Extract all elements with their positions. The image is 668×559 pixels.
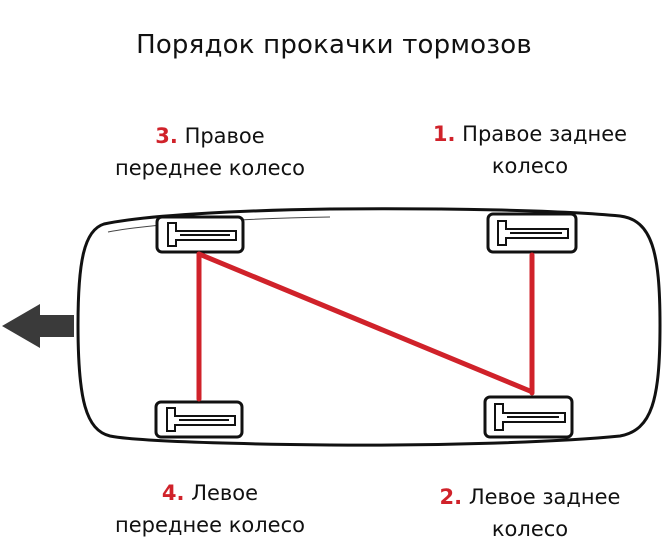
label-rear-left-wheel: 2. Левое заднее колесо: [385, 481, 668, 545]
label-line: колесо: [491, 154, 569, 178]
order-number: 1.: [432, 122, 456, 146]
arrow-left-icon: [2, 304, 74, 348]
car-body-outline: [76, 207, 662, 447]
label-line: Правое заднее: [462, 122, 628, 146]
route-segment-2-3: [196, 251, 533, 394]
label-line: переднее колесо: [115, 156, 305, 180]
order-number: 4.: [161, 481, 185, 505]
label-line: колесо: [491, 517, 569, 541]
front-left-wheel: [154, 400, 244, 439]
label-line: переднее колесо: [115, 513, 305, 537]
diagram-title: Порядок прокачки тормозов: [136, 30, 532, 60]
label-line: Левое заднее: [468, 485, 621, 509]
label-line: Левое: [191, 481, 259, 505]
label-line: Правое: [184, 124, 265, 148]
order-number: 3.: [155, 124, 178, 148]
bleeding-route: [196, 251, 535, 402]
rear-right-wheel: [486, 212, 578, 254]
order-number: 2.: [439, 485, 463, 509]
label-front-right-wheel: 3. Правое переднее колесо: [60, 120, 360, 184]
rear-left-wheel: [483, 395, 574, 439]
front-right-wheel: [155, 215, 245, 254]
label-front-left-wheel: 4. Левое переднее колесо: [60, 477, 360, 541]
label-rear-right-wheel: 1. Правое заднее колесо: [385, 118, 668, 182]
